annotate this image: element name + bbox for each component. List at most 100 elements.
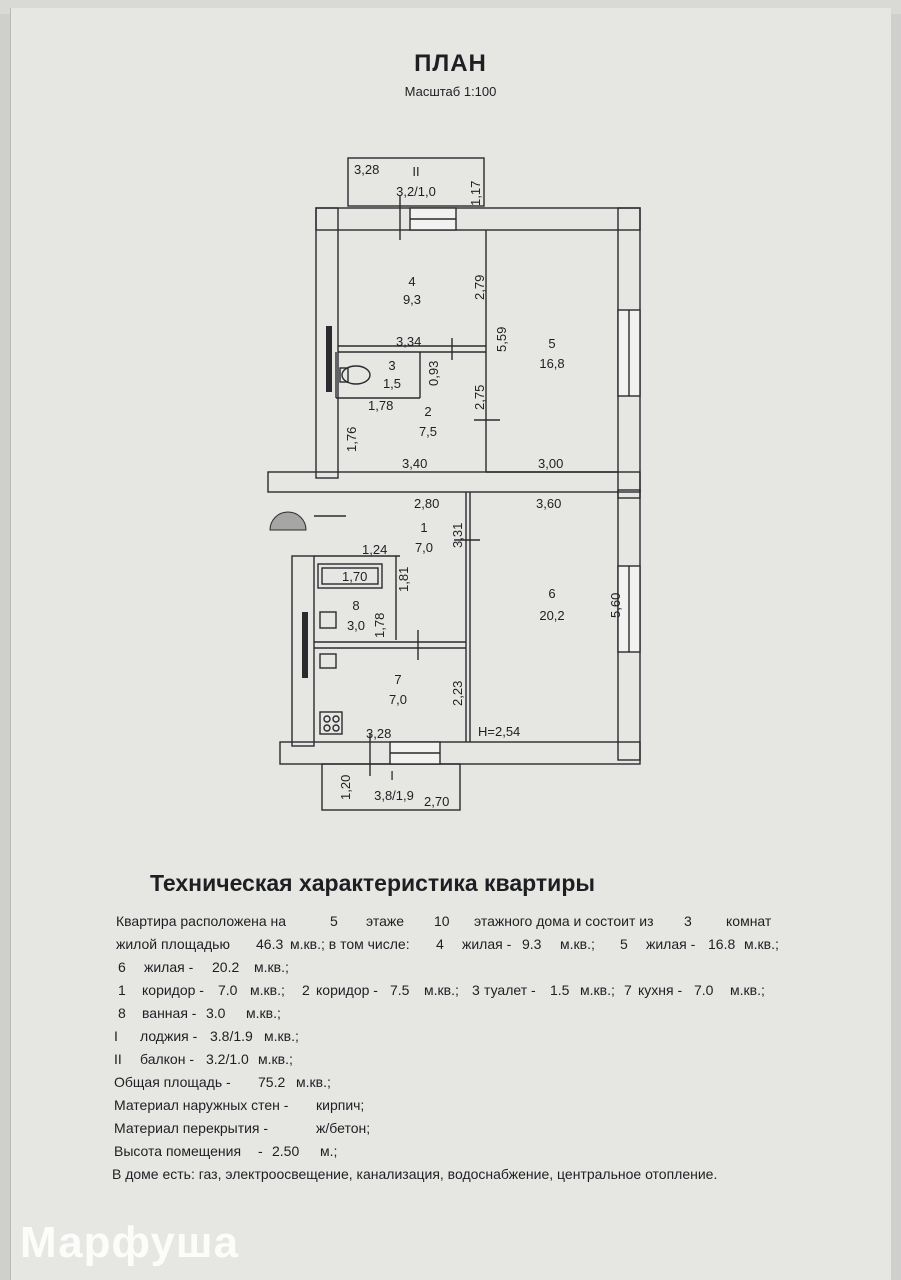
dim: 1,20 xyxy=(338,775,353,800)
text: - xyxy=(258,1143,263,1159)
value: 20.2 xyxy=(212,959,240,975)
shaft-icon xyxy=(269,511,307,531)
dim: 2,80 xyxy=(414,496,439,511)
dim: 1,76 xyxy=(344,427,359,452)
dim: 1,24 xyxy=(362,542,387,557)
dim: 3,60 xyxy=(536,496,561,511)
text: жилой площадью xyxy=(116,936,230,952)
value: 8 xyxy=(118,1005,126,1021)
value: 7 xyxy=(624,982,632,998)
tech-characteristics: Квартира расположена на 5 этаже 10 этажн… xyxy=(112,910,812,1186)
value: ж/бетон; xyxy=(316,1120,371,1136)
wall-left-lower xyxy=(291,555,315,747)
dimension-labels: 3,28 1,17 2,79 5,59 3,34 0,93 1,78 2,75 … xyxy=(338,162,623,809)
value: 3 xyxy=(684,913,692,929)
room-area: 20,2 xyxy=(539,608,564,623)
text: м.кв.; xyxy=(264,1028,299,1044)
text: Квартира расположена на xyxy=(116,913,287,929)
text: балкон - xyxy=(140,1051,195,1067)
tech-line-1: Квартира расположена на 5 этаже 10 этажн… xyxy=(112,910,812,933)
plan-title: ПЛАН xyxy=(414,50,487,77)
wall-middle xyxy=(267,471,641,493)
dim: 1,78 xyxy=(372,613,387,638)
tech-title: Техническая характеристика квартиры xyxy=(150,870,596,896)
bathtub xyxy=(317,563,383,589)
room-label: 5 xyxy=(548,336,555,351)
room-area: 3,8/1,9 xyxy=(374,788,414,803)
tech-line-6: I лоджия - 3.8/1.9 м.кв.; xyxy=(112,1025,812,1048)
text: кухня - xyxy=(638,982,683,998)
value: 7.5 xyxy=(390,982,410,998)
text: м.кв.; xyxy=(560,936,595,952)
wall-bottom xyxy=(279,741,641,765)
value: 3.8/1.9 xyxy=(210,1028,253,1044)
dim: 3,34 xyxy=(396,334,421,349)
text: ванная - xyxy=(142,1005,197,1021)
text: м.; xyxy=(320,1143,338,1159)
text: Материал перекрытия - xyxy=(114,1120,269,1136)
tech-line-4: 1 коридор - 7.0 м.кв.; 2 коридор - 7.5 м… xyxy=(112,979,812,1002)
value: 7.0 xyxy=(694,982,714,998)
text: м.кв.; xyxy=(250,982,285,998)
room-area: 7,0 xyxy=(389,692,407,707)
room-area: 16,8 xyxy=(539,356,564,371)
text: В доме есть: газ, электроосвещение, кана… xyxy=(112,1166,718,1182)
tech-line-11: Высота помещения - 2.50 м.; xyxy=(112,1140,812,1163)
text: жилая - xyxy=(462,936,512,952)
room-labels: II 3,2/1,0 4 9,3 5 16,8 3 1,5 2 7,5 1 7,… xyxy=(347,164,565,803)
room-label: I xyxy=(390,768,394,783)
tech-line-10: Материал перекрытия - ж/бетон; xyxy=(112,1117,812,1140)
value: 9.3 xyxy=(522,936,542,952)
value: 6 xyxy=(118,959,126,975)
room-label: II xyxy=(412,164,419,179)
dim: 2,75 xyxy=(472,385,487,410)
room-label: 3 xyxy=(388,358,395,373)
floor-plan: II 3,2/1,0 4 9,3 5 16,8 3 1,5 2 7,5 1 7,… xyxy=(267,157,641,811)
text: лоджия - xyxy=(140,1028,198,1044)
text: этажного дома и состоит из xyxy=(474,913,654,929)
wall-left-upper xyxy=(315,207,339,479)
value: 10 xyxy=(434,913,450,929)
room-area: 1,5 xyxy=(383,376,401,391)
text: туалет - xyxy=(484,982,536,998)
value: I xyxy=(114,1028,118,1044)
value: 1 xyxy=(118,982,126,998)
tech-line-7: II балкон - 3.2/1.0 м.кв.; xyxy=(112,1048,812,1071)
dim: 3,28 xyxy=(354,162,379,177)
value: II xyxy=(114,1051,122,1067)
value: 46.3 xyxy=(256,936,284,952)
dim: 1,78 xyxy=(368,398,393,413)
radiator-lower xyxy=(302,612,308,678)
wall-top xyxy=(315,207,641,231)
text: м.кв.; xyxy=(730,982,765,998)
text: Высота помещения xyxy=(114,1143,242,1159)
value: 3.0 xyxy=(206,1005,226,1021)
dim: 0,93 xyxy=(426,361,441,386)
dim: 3,00 xyxy=(538,456,563,471)
room-area: 9,3 xyxy=(403,292,421,307)
dim: 2,79 xyxy=(472,275,487,300)
dim: 2,23 xyxy=(450,681,465,706)
tech-line-3: 6 жилая - 20.2 м.кв.; xyxy=(112,956,812,979)
text: коридор - xyxy=(142,982,204,998)
value: 1.5 xyxy=(550,982,570,998)
dim: H=2,54 xyxy=(478,724,520,739)
value: 4 xyxy=(436,936,444,952)
text: м.кв.; xyxy=(580,982,615,998)
room-label: 7 xyxy=(394,672,401,687)
room-area: 3,2/1,0 xyxy=(396,184,436,199)
dim: 5,60 xyxy=(608,593,623,618)
dim: 3,28 xyxy=(366,726,391,741)
radiator-upper xyxy=(326,326,332,392)
value: 5 xyxy=(330,913,338,929)
dim: 3,40 xyxy=(402,456,427,471)
value: 5 xyxy=(620,936,628,952)
dim: 1,81 xyxy=(396,567,411,592)
room-label: 1 xyxy=(420,520,427,535)
room-label: 2 xyxy=(424,404,431,419)
tech-line-8: Общая площадь - 75.2 м.кв.; xyxy=(112,1071,812,1094)
value: 2.50 xyxy=(272,1143,300,1159)
value: 3 xyxy=(472,982,480,998)
value: 16.8 xyxy=(708,936,736,952)
dim: 1,17 xyxy=(468,181,483,206)
